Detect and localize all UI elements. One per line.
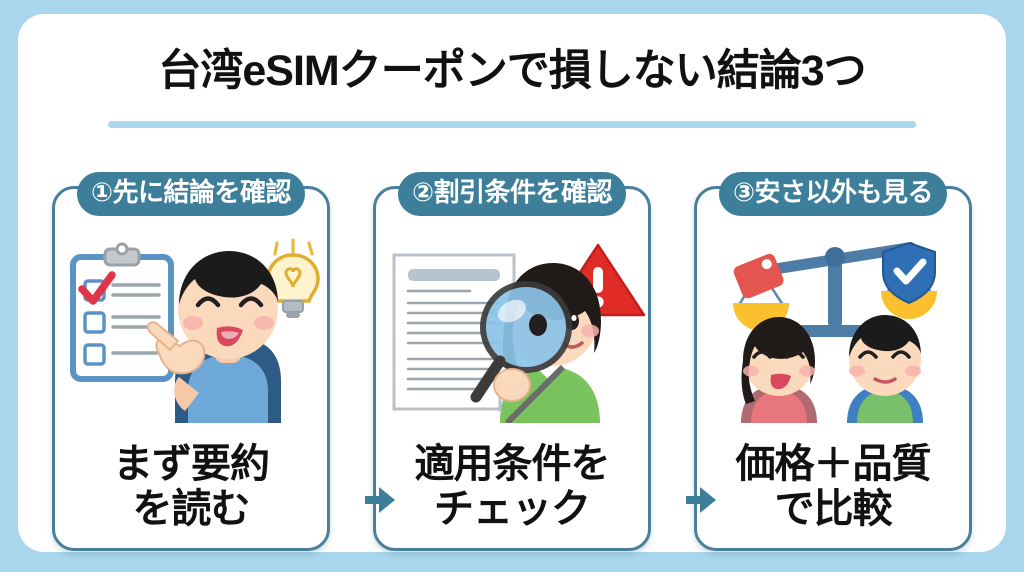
- page-title: 台湾eSIMクーポンで損しない結論3つ: [158, 47, 866, 95]
- step-badge-3: ③安さ以外も見る: [718, 172, 948, 216]
- step-caption-3: 価格＋品質 で比較: [697, 442, 969, 532]
- step-card-2: ②割引条件を確認: [373, 172, 651, 551]
- illustration-scale-people: [697, 233, 969, 423]
- white-panel: 台湾eSIMクーポンで損しない結論3つ ①先に結論を確認: [18, 14, 1006, 552]
- arrow-card2-to-card3: [686, 485, 716, 515]
- document-girl-magnifying-glass-warning-icon: [392, 243, 646, 426]
- step-caption-1: まず要約 を読む: [55, 442, 327, 532]
- step-badge-1: ①先に結論を確認: [76, 172, 306, 216]
- step-caption-2: 適用条件を チェック: [376, 442, 648, 532]
- step-card-3: ③安さ以外も見る: [694, 172, 972, 551]
- arrow-right-icon: [365, 487, 395, 513]
- clipboard-checklist-boy-pointing-lightbulb-icon: [70, 238, 320, 423]
- step-caption-1-line2: を読む: [132, 487, 251, 532]
- step-caption-3-line1: 価格＋品質: [735, 442, 932, 487]
- step-caption-3-line2: で比較: [774, 487, 893, 532]
- step-caption-2-line1: 適用条件を: [414, 442, 611, 487]
- arrow-card1-to-card2: [365, 485, 395, 515]
- step-caption-2-line2: チェック: [434, 487, 591, 532]
- balance-scale-pricetag-shield-two-people-icon: [733, 241, 937, 423]
- steps-container: ①先に結論を確認: [40, 169, 984, 554]
- illustration-document-girl-magnifier: [376, 233, 648, 426]
- step-badge-2: ②割引条件を確認: [397, 172, 627, 216]
- title-underline: [108, 121, 916, 128]
- step-caption-1-line1: まず要約: [113, 442, 270, 487]
- step-card-1: ①先に結論を確認: [52, 172, 330, 551]
- arrow-right-icon: [686, 487, 716, 513]
- illustration-clipboard-boy: [55, 233, 327, 423]
